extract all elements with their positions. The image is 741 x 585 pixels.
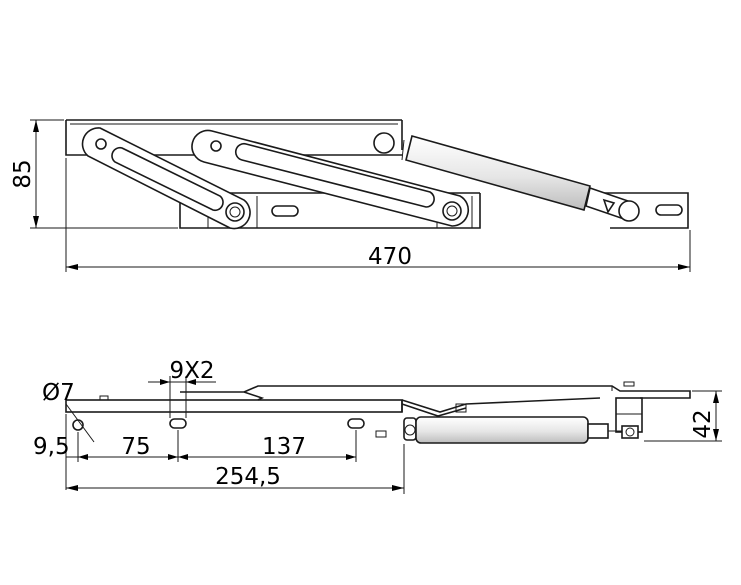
top-slot-left <box>271 205 299 217</box>
dim-42-label: 42 <box>690 409 716 438</box>
long-link-arm <box>191 129 470 227</box>
dim-75-label: 75 <box>121 434 150 460</box>
top-mounting-bracket <box>590 192 689 229</box>
spring-top-pin-left <box>373 132 395 154</box>
dim-85: 85 <box>10 119 178 229</box>
side-slot-1 <box>169 418 187 429</box>
short-link-arm <box>81 127 251 230</box>
dim-254-label: 254,5 <box>215 464 281 490</box>
dim-chain: 9,5 75 137 <box>33 414 357 490</box>
dim-edge-label: 9,5 <box>33 434 70 460</box>
short-arm-end-pin <box>225 202 245 222</box>
dim-9x2: 9X2 <box>148 358 216 418</box>
short-arm-pivot-hole <box>95 138 107 150</box>
gas-spring-top <box>373 132 640 222</box>
dim-254: 254,5 <box>66 444 405 494</box>
spring-top-pin-right <box>618 200 640 222</box>
dim-470-label: 470 <box>368 244 412 270</box>
dim-42: 42 <box>644 390 722 442</box>
long-arm-pivot-hole <box>210 140 222 152</box>
side-slot-2 <box>347 418 365 429</box>
top-slot-right <box>655 204 683 216</box>
dim-9x2-label: 9X2 <box>169 358 214 384</box>
dim-diameter-label: Ø7 <box>42 380 75 406</box>
top-view: 85 470 <box>10 119 691 272</box>
long-arm-end-pin <box>442 201 462 221</box>
dim-470: 470 <box>65 158 691 272</box>
dim-137-label: 137 <box>262 434 306 460</box>
side-bracket <box>615 397 643 439</box>
side-upper-lever <box>180 381 691 417</box>
side-view: 9X2 Ø7 9,5 75 137 254,5 <box>33 358 722 494</box>
side-base-rail <box>65 395 403 438</box>
dim-diameter: Ø7 <box>42 380 95 443</box>
gas-spring-side <box>403 416 622 444</box>
dim-85-label: 85 <box>10 159 36 188</box>
